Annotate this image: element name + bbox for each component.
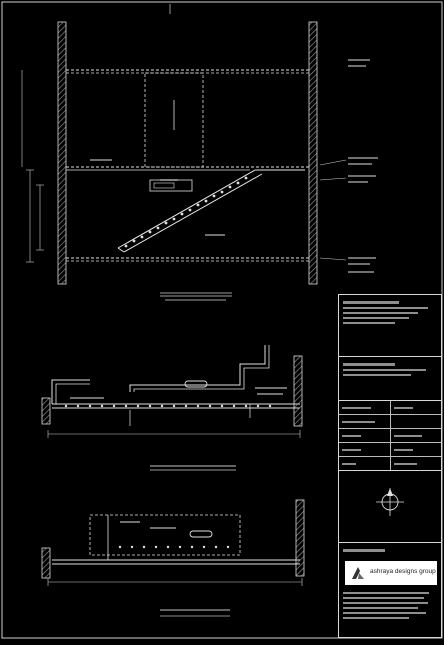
right-wall xyxy=(308,21,318,285)
staircase-plan xyxy=(21,21,378,301)
title-block: ashraya designs group xyxy=(338,294,442,638)
title-block-project xyxy=(339,295,441,357)
section-view-1 xyxy=(41,345,303,471)
company-name: ashraya designs group xyxy=(370,568,436,575)
title-block-info-grid xyxy=(339,401,441,471)
title-block-architects: ashraya designs group xyxy=(339,543,441,639)
ashraya-logo-icon xyxy=(352,567,364,579)
diagonal-stair xyxy=(117,169,305,253)
section-view-2 xyxy=(41,499,305,617)
title-block-north xyxy=(339,471,441,543)
title-block-drawing xyxy=(339,357,441,401)
company-logo: ashraya designs group xyxy=(345,561,437,585)
north-arrow-icon xyxy=(376,488,404,516)
left-wall xyxy=(57,21,67,285)
